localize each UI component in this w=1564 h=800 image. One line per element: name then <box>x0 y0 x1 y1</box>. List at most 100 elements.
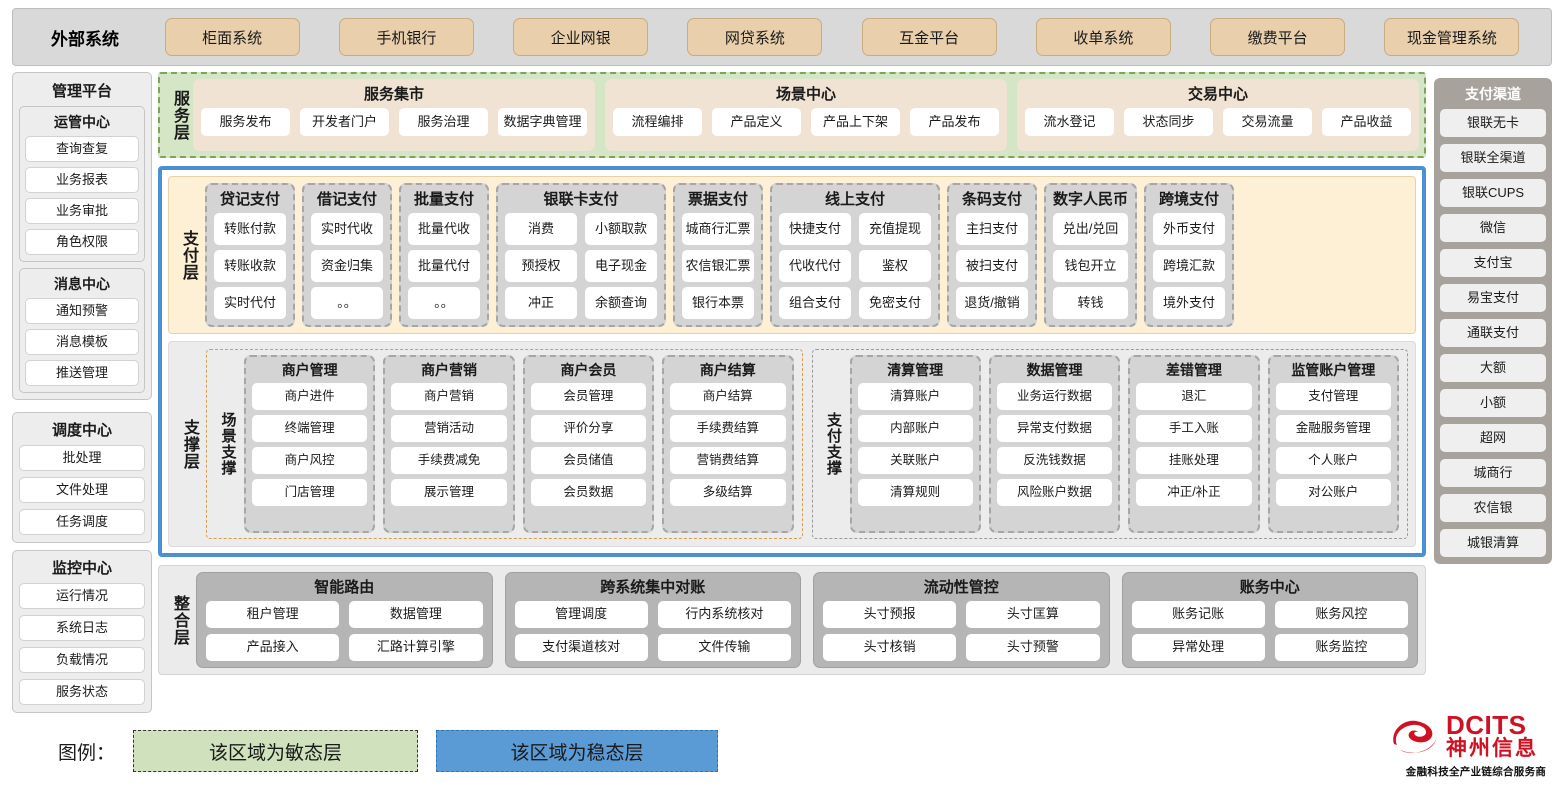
support-item[interactable]: 冲正/补正 <box>1136 479 1252 506</box>
support-item[interactable]: 营销费结算 <box>670 447 786 474</box>
integration-item[interactable]: 文件传输 <box>657 634 791 661</box>
support-item[interactable]: 评价分享 <box>530 415 647 442</box>
payment-item[interactable]: 钱包开立 <box>1053 250 1129 282</box>
support-item[interactable]: 清算账户 <box>857 383 973 410</box>
support-item[interactable]: 支付管理 <box>1275 383 1391 410</box>
support-item[interactable]: 门店管理 <box>252 479 368 506</box>
payment-channel-item[interactable]: 大额 <box>1440 354 1546 382</box>
payment-item[interactable]: 外币支付 <box>1153 213 1226 245</box>
payment-item[interactable]: 实时代收 <box>311 213 383 245</box>
support-item[interactable]: 退汇 <box>1136 383 1252 410</box>
support-item[interactable]: 对公账户 <box>1275 479 1391 506</box>
integration-item[interactable]: 数据管理 <box>349 601 483 628</box>
payment-item[interactable]: 城商行汇票 <box>682 213 754 245</box>
support-item[interactable]: 个人账户 <box>1275 447 1391 474</box>
integration-item[interactable]: 管理调度 <box>514 601 648 628</box>
scenario-center-item[interactable]: 产品定义 <box>712 108 801 136</box>
payment-channel-item[interactable]: 银联无卡 <box>1440 109 1546 137</box>
payment-item[interactable]: 电子现金 <box>585 250 657 282</box>
payment-channel-item[interactable]: 支付宝 <box>1440 249 1546 277</box>
payment-item[interactable]: 实时代付 <box>214 287 286 319</box>
integration-item[interactable]: 产品接入 <box>206 634 340 661</box>
support-item[interactable]: 手工入账 <box>1136 415 1252 442</box>
monitoring-item[interactable]: 服务状态 <box>19 679 145 705</box>
support-item[interactable]: 清算规则 <box>857 479 973 506</box>
support-item[interactable]: 多级结算 <box>670 479 786 506</box>
transaction-center-item[interactable]: 交易流量 <box>1223 108 1312 136</box>
payment-item[interactable]: 余额查询 <box>585 287 657 319</box>
payment-item[interactable]: 组合支付 <box>779 287 851 319</box>
payment-item[interactable]: 代收代付 <box>779 250 851 282</box>
scenario-center-item[interactable]: 产品发布 <box>910 108 999 136</box>
support-item[interactable]: 手续费结算 <box>670 415 786 442</box>
service-market-item[interactable]: 服务发布 <box>201 108 290 136</box>
integration-item[interactable]: 汇路计算引擎 <box>349 634 483 661</box>
payment-item[interactable]: 小额取款 <box>585 213 657 245</box>
integration-item[interactable]: 头寸匡算 <box>966 601 1100 628</box>
support-item[interactable]: 终端管理 <box>252 415 368 442</box>
support-item[interactable]: 会员数据 <box>530 479 647 506</box>
support-item[interactable]: 内部账户 <box>857 415 973 442</box>
support-item[interactable]: 展示管理 <box>391 479 507 506</box>
scheduling-item[interactable]: 文件处理 <box>19 477 145 503</box>
payment-item[interactable]: 主扫支付 <box>956 213 1028 245</box>
monitoring-item[interactable]: 系统日志 <box>19 615 145 641</box>
support-item[interactable]: 会员储值 <box>530 447 647 474</box>
payment-item[interactable]: 银行本票 <box>682 287 754 319</box>
integration-item[interactable]: 异常处理 <box>1131 634 1265 661</box>
support-item[interactable]: 商户结算 <box>670 383 786 410</box>
service-market-item[interactable]: 开发者门户 <box>300 108 389 136</box>
monitoring-item[interactable]: 运行情况 <box>19 583 145 609</box>
integration-item[interactable]: 头寸预报 <box>823 601 957 628</box>
payment-item[interactable]: 农信银汇票 <box>682 250 754 282</box>
payment-item[interactable]: 充值提现 <box>859 213 931 245</box>
integration-item[interactable]: 账务风控 <box>1274 601 1408 628</box>
external-system-item[interactable]: 现金管理系统 <box>1384 18 1520 56</box>
scheduling-item[interactable]: 批处理 <box>19 445 145 471</box>
payment-item[interactable]: 。。 <box>408 287 480 319</box>
integration-item[interactable]: 支付渠道核对 <box>514 634 648 661</box>
payment-channel-item[interactable]: 微信 <box>1440 214 1546 242</box>
payment-channel-item[interactable]: 银联CUPS <box>1440 179 1546 207</box>
mgmt-item[interactable]: 业务报表 <box>25 167 139 193</box>
service-market-item[interactable]: 数据字典管理 <box>498 108 587 136</box>
external-system-item[interactable]: 收单系统 <box>1035 18 1171 56</box>
support-item[interactable]: 反洗钱数据 <box>996 447 1113 474</box>
integration-item[interactable]: 头寸预警 <box>966 634 1100 661</box>
support-item[interactable]: 商户进件 <box>252 383 368 410</box>
payment-item[interactable]: 转账付款 <box>214 213 286 245</box>
support-item[interactable]: 金融服务管理 <box>1275 415 1391 442</box>
mgmt-item[interactable]: 消息模板 <box>25 329 139 355</box>
payment-channel-item[interactable]: 城银清算 <box>1440 529 1546 557</box>
payment-channel-item[interactable]: 城商行 <box>1440 459 1546 487</box>
scheduling-item[interactable]: 任务调度 <box>19 509 145 535</box>
payment-item[interactable]: 批量代收 <box>408 213 480 245</box>
payment-item[interactable]: 被扫支付 <box>956 250 1028 282</box>
support-item[interactable]: 商户风控 <box>252 447 368 474</box>
mgmt-item[interactable]: 角色权限 <box>25 229 139 255</box>
payment-item[interactable]: 兑出/兑回 <box>1053 213 1129 245</box>
support-item[interactable]: 异常支付数据 <box>996 415 1113 442</box>
transaction-center-item[interactable]: 流水登记 <box>1025 108 1114 136</box>
payment-channel-item[interactable]: 易宝支付 <box>1440 284 1546 312</box>
support-item[interactable]: 会员管理 <box>530 383 647 410</box>
payment-item[interactable]: 免密支付 <box>859 287 931 319</box>
payment-item[interactable]: 预授权 <box>505 250 577 282</box>
integration-item[interactable]: 账务记账 <box>1131 601 1265 628</box>
transaction-center-item[interactable]: 状态同步 <box>1124 108 1213 136</box>
external-system-item[interactable]: 手机银行 <box>338 18 474 56</box>
payment-item[interactable]: 鉴权 <box>859 250 931 282</box>
payment-item[interactable]: 消费 <box>505 213 577 245</box>
support-item[interactable]: 挂账处理 <box>1136 447 1252 474</box>
support-item[interactable]: 商户营销 <box>391 383 507 410</box>
monitoring-item[interactable]: 负载情况 <box>19 647 145 673</box>
scenario-center-item[interactable]: 产品上下架 <box>811 108 900 136</box>
mgmt-item[interactable]: 查询查复 <box>25 136 139 162</box>
payment-item[interactable]: 快捷支付 <box>779 213 851 245</box>
payment-channel-item[interactable]: 通联支付 <box>1440 319 1546 347</box>
payment-item[interactable]: 退货/撤销 <box>956 287 1028 319</box>
external-system-item[interactable]: 企业网银 <box>513 18 649 56</box>
integration-item[interactable]: 行内系统核对 <box>657 601 791 628</box>
payment-item[interactable]: 转账收款 <box>214 250 286 282</box>
support-item[interactable]: 关联账户 <box>857 447 973 474</box>
